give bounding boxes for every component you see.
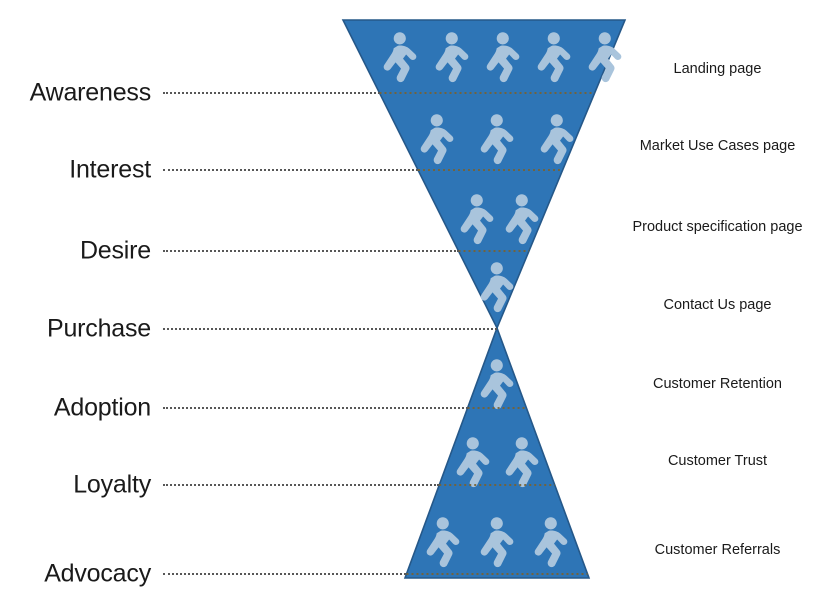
running-person-icon [480, 359, 514, 410]
page-label-desire: Product specification page [632, 219, 803, 235]
funnel-lower-cone [403, 325, 591, 579]
running-person-icon [480, 114, 514, 165]
running-person-icon [486, 32, 520, 83]
running-person-icon [537, 32, 571, 83]
leader-line-interest [163, 169, 418, 171]
running-person-icon [460, 194, 494, 245]
leader-line-awareness [163, 92, 380, 94]
running-person-icon [540, 114, 574, 165]
page-label-adoption: Customer Retention [653, 376, 782, 392]
stage-label-purchase: Purchase [46, 314, 151, 343]
people-icons-layer [383, 32, 622, 568]
running-person-icon [435, 32, 469, 83]
page-label-purchase: Contact Us page [663, 297, 772, 313]
leader-line-advocacy [163, 573, 407, 575]
page-label-interest: Market Use Cases page [639, 138, 796, 154]
stage-label-adoption: Adoption [53, 393, 151, 422]
stage-label-interest: Interest [69, 155, 151, 184]
stage-label-advocacy: Advocacy [44, 559, 151, 588]
running-person-icon [534, 517, 568, 568]
running-person-icon [383, 32, 417, 83]
page-label-awareness: Landing page [673, 61, 762, 77]
running-person-icon [456, 437, 490, 488]
leader-line-adoption [163, 407, 468, 409]
running-person-icon [480, 517, 514, 568]
stage-label-awareness: Awareness [29, 78, 152, 107]
running-person-icon [426, 517, 460, 568]
funnel-body [341, 19, 627, 579]
leader-line-purchase [163, 328, 497, 330]
leader-line-desire [163, 250, 459, 252]
running-person-icon [505, 437, 539, 488]
running-person-icon [505, 194, 539, 245]
stage-label-desire: Desire [79, 236, 151, 265]
stage-label-loyalty: Loyalty [73, 470, 151, 499]
leader-line-loyalty [163, 484, 440, 486]
running-person-icon [588, 32, 622, 83]
running-person-icon [420, 114, 454, 165]
funnel-upper-cone [341, 19, 627, 330]
running-person-icon [480, 262, 514, 313]
page-label-advocacy: Customer Referrals [654, 542, 781, 558]
page-label-loyalty: Customer Trust [667, 453, 768, 469]
funnel-inner-dividers [379, 92, 595, 575]
